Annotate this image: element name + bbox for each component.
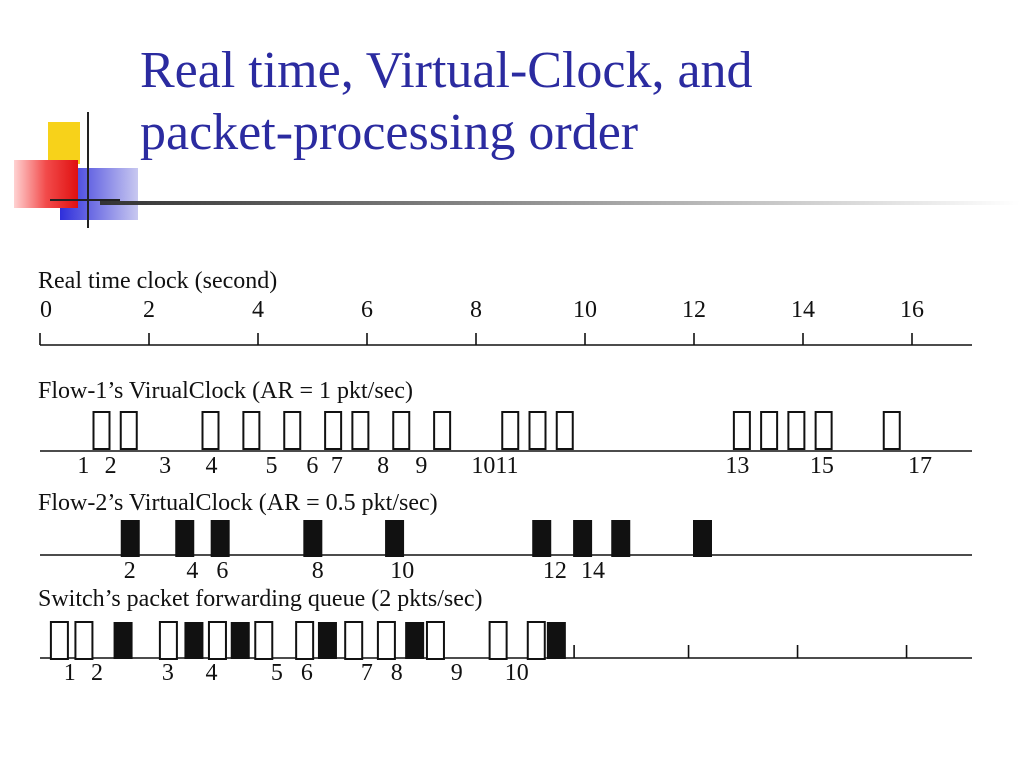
flow1-packet [882,411,901,450]
real-time-tick-label: 2 [143,297,155,323]
flow1-packet [555,411,574,450]
logo-mark [14,112,138,228]
switch-packet [74,621,94,660]
flow1-packet-number: 13 [725,453,749,479]
switch-packet [344,621,364,660]
real-time-row: Real time clock (second) 0 2 4 6 8 10 12 14 16 [38,268,972,346]
real-time-label: Real time clock (second) [38,268,277,294]
title-rule [100,201,1020,205]
real-time-tick-label: 6 [361,297,373,323]
switch-packet [184,622,204,659]
switch-packet [546,622,566,659]
switch-packet [207,621,227,660]
flow2-packet [693,520,712,557]
flow2-row: Flow-2’s VirtualClock (AR = 0.5 pkt/sec)… [38,490,972,584]
real-time-tick-label: 12 [682,297,706,323]
flow2-label: Flow-2’s VirtualClock (AR = 0.5 pkt/sec) [38,490,438,516]
switch-packet [230,622,250,659]
flow2-packet-number: 2 [124,558,136,584]
switch-packet [376,621,396,660]
flow2-packet-number: 6 [216,558,228,584]
flow1-packet-number: 3 [159,453,171,479]
switch-row: Switch’s packet forwarding queue (2 pkts… [38,586,972,686]
switch-packet-number: 7 [361,660,373,686]
flow1-packet-number: 15 [810,453,834,479]
switch-packet [158,621,178,660]
switch-packet-number: 3 [162,660,174,686]
flow2-packet-number: 14 [581,558,605,584]
switch-packet [526,621,546,660]
switch-packet [295,621,315,660]
flow1-packet [528,411,547,450]
flow1-packet-number: 6 [306,453,318,479]
real-time-tick-label: 16 [900,297,924,323]
switch-packet-number: 8 [391,660,403,686]
title-line-2: packet-processing order [140,104,639,161]
flow2-packet [573,520,593,557]
flow1-packet [501,411,520,450]
flow2-packet [210,520,230,557]
logo-yellow-square [48,122,80,164]
flow1-packet [814,411,833,450]
real-time-tick-label: 0 [40,297,52,323]
flow1-packet-number: 1 [77,453,89,479]
flow2-packet [120,520,140,557]
flow1-packet-number: 1011 [471,453,518,479]
flow2-packet [385,520,405,557]
flow1-packet [392,411,411,450]
flow1-packet [433,411,452,450]
flow2-packet-number: 12 [543,558,567,584]
switch-packet-number: 5 [271,660,283,686]
flow1-packet [732,411,751,450]
flow2-packet-number: 4 [186,558,198,584]
flow2-packet [175,520,195,557]
flow1-packet [324,411,343,450]
flow1-packet [351,411,370,450]
flow1-packet [242,411,261,450]
flow1-packet [283,411,302,450]
switch-label: Switch’s packet forwarding queue (2 pkts… [38,586,483,612]
real-time-tick-label: 10 [573,297,597,323]
switch-packet-number: 6 [301,660,313,686]
flow1-packet [787,411,806,450]
flow1-packet-number: 2 [105,453,117,479]
switch-packet [405,622,425,659]
flow1-packet-number: 4 [206,453,218,479]
switch-packet [113,622,133,659]
flow1-packet-number: 7 [331,453,343,479]
real-time-tick-label: 8 [470,297,482,323]
switch-packet [317,622,337,659]
flow2-packet-number: 10 [390,558,414,584]
flow2-packet [303,520,323,557]
flow1-packet [119,411,138,450]
flow2-packet-number: 8 [312,558,324,584]
flow1-packet-number: 9 [415,453,427,479]
switch-packet-number: 4 [206,660,218,686]
slide-title: Real time, Virtual-Clock, and packet-pro… [140,40,1000,164]
title-line-1: Real time, Virtual-Clock, and [140,42,753,99]
flow2-packet [611,520,631,557]
switch-packet-number: 2 [91,660,103,686]
flow1-label: Flow-1’s VirualClock (AR = 1 pkt/sec) [38,378,413,404]
real-time-tick-label: 14 [791,297,815,323]
flow1-packet-number: 5 [265,453,277,479]
flow1-packet-number: 17 [908,453,932,479]
real-time-tick-label: 4 [252,297,264,323]
flow1-packet [201,411,220,450]
flow1-packet [92,411,111,450]
switch-packet-number: 10 [505,660,529,686]
switch-packet [254,621,274,660]
flow2-packet [532,520,552,557]
switch-packet-number: 9 [451,660,463,686]
flow1-packet-number: 8 [377,453,389,479]
switch-packet-number: 1 [64,660,76,686]
flow1-packet [760,411,779,450]
switch-packet [488,621,508,660]
switch-packet [425,621,445,660]
switch-packet [49,621,69,660]
